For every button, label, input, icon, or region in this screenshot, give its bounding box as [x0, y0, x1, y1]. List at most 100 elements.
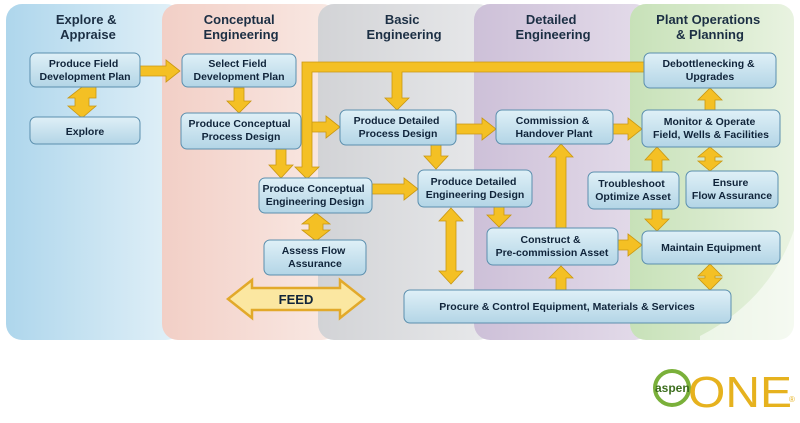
arrow-construct-commission	[548, 143, 574, 229]
box-field-dev-plan-line2: Development Plan	[39, 71, 130, 83]
box-monitor-line1: Monitor & Operate	[664, 116, 756, 128]
box-conceptual-engineering[interactable]: Produce Conceptual Engineering Design	[258, 177, 373, 214]
phase-label-detailed-line2: Engineering	[515, 27, 590, 42]
box-select-plan-label: Select Field Development Plan	[193, 58, 284, 83]
box-troubleshoot-frame	[587, 171, 680, 210]
box-assess-flow-frame	[263, 239, 367, 276]
phase-bg-explore	[6, 4, 182, 340]
arrow-troubleshoot-maintain	[644, 208, 670, 232]
arrow-dprocess-commission	[455, 117, 497, 141]
process-boxes: Produce Field Development Plan Explore S…	[29, 52, 781, 324]
phase-label-plant: Plant Operations & Planning	[656, 12, 764, 42]
box-procure[interactable]: Procure & Control Equipment, Materials &…	[403, 289, 732, 324]
phase-labels: Explore & Appraise Conceptual Engineerin…	[56, 12, 764, 42]
box-commission-line1: Commission &	[516, 115, 590, 127]
box-commission[interactable]: Commission & Handover Plant	[495, 109, 614, 145]
box-procure-frame	[403, 289, 732, 324]
box-explore[interactable]: Explore	[29, 116, 141, 145]
feed-label: FEED	[279, 292, 314, 307]
box-troubleshoot[interactable]: Troubleshoot Optimize Asset	[587, 171, 680, 210]
box-conceptual-process-line1: Produce Conceptual	[188, 118, 290, 130]
phase-label-basic-line1: Basic	[385, 12, 420, 27]
box-ensure-flow-label: Ensure Flow Assurance	[692, 177, 772, 202]
arrow-fielddev-select	[138, 59, 181, 83]
box-construct-line2: Pre-commission Asset	[496, 247, 609, 259]
phase-label-explore-line2: Appraise	[60, 27, 116, 42]
arrow-monitor-debottleneck	[697, 87, 723, 111]
box-conceptual-engineering-line1: Produce Conceptual	[262, 183, 364, 195]
box-construct[interactable]: Construct & Pre-commission Asset	[486, 227, 619, 266]
box-assess-flow[interactable]: Assess Flow Assurance	[263, 239, 367, 276]
box-assess-flow-label: Assess Flow Assurance	[282, 245, 349, 270]
phase-label-plant-line2: & Planning	[676, 27, 744, 42]
phase-label-detailed: Detailed Engineering	[515, 12, 590, 42]
box-conceptual-process-frame	[180, 112, 302, 150]
box-select-plan-frame	[181, 53, 297, 88]
feed-arrow-shape	[225, 277, 367, 321]
box-detailed-process-frame	[339, 109, 457, 146]
box-debottleneck-line1: Debottlenecking &	[662, 58, 755, 70]
box-ensure-flow[interactable]: Ensure Flow Assurance	[685, 170, 779, 209]
box-select-plan-line2: Development Plan	[193, 71, 284, 83]
box-commission-line2: Handover Plant	[515, 128, 593, 140]
box-monitor-line2: Field, Wells & Facilities	[653, 129, 769, 141]
arrow-commission-monitor	[612, 117, 643, 141]
box-detailed-engineering[interactable]: Produce Detailed Engineering Design	[417, 169, 533, 208]
box-ensure-flow-line2: Flow Assurance	[692, 190, 772, 202]
phase-label-explore: Explore & Appraise	[56, 12, 120, 42]
box-procure-label: Procure & Control Equipment, Materials &…	[439, 301, 695, 313]
aspenone-logo: aspen ONE ®	[653, 368, 795, 417]
box-debottleneck-line2: Upgrades	[686, 71, 735, 83]
box-detailed-engineering-frame	[417, 169, 533, 208]
box-construct-label: Construct & Pre-commission Asset	[496, 234, 609, 259]
box-conceptual-process[interactable]: Produce Conceptual Process Design	[180, 112, 302, 150]
box-detailed-engineering-line2: Engineering Design	[426, 189, 525, 201]
arrow-select-cprocess	[226, 87, 252, 114]
box-ensure-flow-line1: Ensure	[713, 177, 749, 189]
box-debottleneck-frame	[643, 52, 777, 89]
box-troubleshoot-label: Troubleshoot Optimize Asset	[595, 178, 671, 203]
box-select-plan[interactable]: Select Field Development Plan	[181, 53, 297, 88]
box-explore-label: Explore	[66, 126, 105, 138]
box-detailed-process[interactable]: Produce Detailed Process Design	[339, 109, 457, 146]
box-field-dev-plan[interactable]: Produce Field Development Plan	[29, 52, 141, 88]
box-maintain-frame	[641, 230, 781, 265]
box-ensure-flow-frame	[685, 170, 779, 209]
box-conceptual-engineering-line2: Engineering Design	[266, 196, 365, 208]
box-maintain[interactable]: Maintain Equipment	[641, 230, 781, 265]
phase-label-plant-line1: Plant Operations	[656, 12, 760, 27]
box-commission-label: Commission & Handover Plant	[515, 115, 593, 140]
logo-swoosh	[653, 369, 691, 407]
box-conceptual-process-line2: Process Design	[202, 131, 281, 143]
phase-label-conceptual-line1: Conceptual	[204, 12, 275, 27]
box-detailed-process-line1: Produce Detailed	[354, 115, 440, 127]
flow-arrows	[66, 59, 724, 291]
box-monitor[interactable]: Monitor & Operate Field, Wells & Facilit…	[641, 109, 781, 148]
box-conceptual-engineering-frame	[258, 177, 373, 214]
box-debottleneck-label: Debottlenecking & Upgrades	[662, 58, 757, 83]
phase-label-conceptual: Conceptual Engineering	[203, 12, 278, 42]
phase-label-basic-line2: Engineering	[366, 27, 441, 42]
box-construct-frame	[486, 227, 619, 266]
box-construct-line1: Construct &	[520, 234, 581, 246]
logo-big-text: ONE	[688, 368, 792, 417]
phase-label-detailed-line1: Detailed	[526, 12, 577, 27]
box-explore-frame	[29, 116, 141, 145]
box-conceptual-engineering-label: Produce Conceptual Engineering Design	[262, 183, 367, 208]
feed-arrow: FEED	[225, 277, 367, 321]
box-detailed-process-line2: Process Design	[359, 128, 438, 140]
arrow-ceng-deng	[371, 177, 419, 201]
box-detailed-process-label: Produce Detailed Process Design	[354, 115, 443, 140]
box-monitor-label: Monitor & Operate Field, Wells & Facilit…	[653, 116, 769, 141]
box-conceptual-process-label: Produce Conceptual Process Design	[188, 118, 293, 143]
box-assess-flow-line1: Assess Flow	[282, 245, 346, 257]
arrow-debottleneck-loop	[294, 61, 645, 180]
arrow-fielddev-explore	[66, 86, 98, 119]
box-troubleshoot-line1: Troubleshoot	[598, 178, 665, 190]
box-commission-frame	[495, 109, 614, 145]
box-troubleshoot-line2: Optimize Asset	[595, 191, 671, 203]
phase-label-conceptual-line2: Engineering	[203, 27, 278, 42]
box-debottleneck[interactable]: Debottlenecking & Upgrades	[643, 52, 777, 89]
box-assess-flow-line2: Assurance	[288, 258, 342, 270]
